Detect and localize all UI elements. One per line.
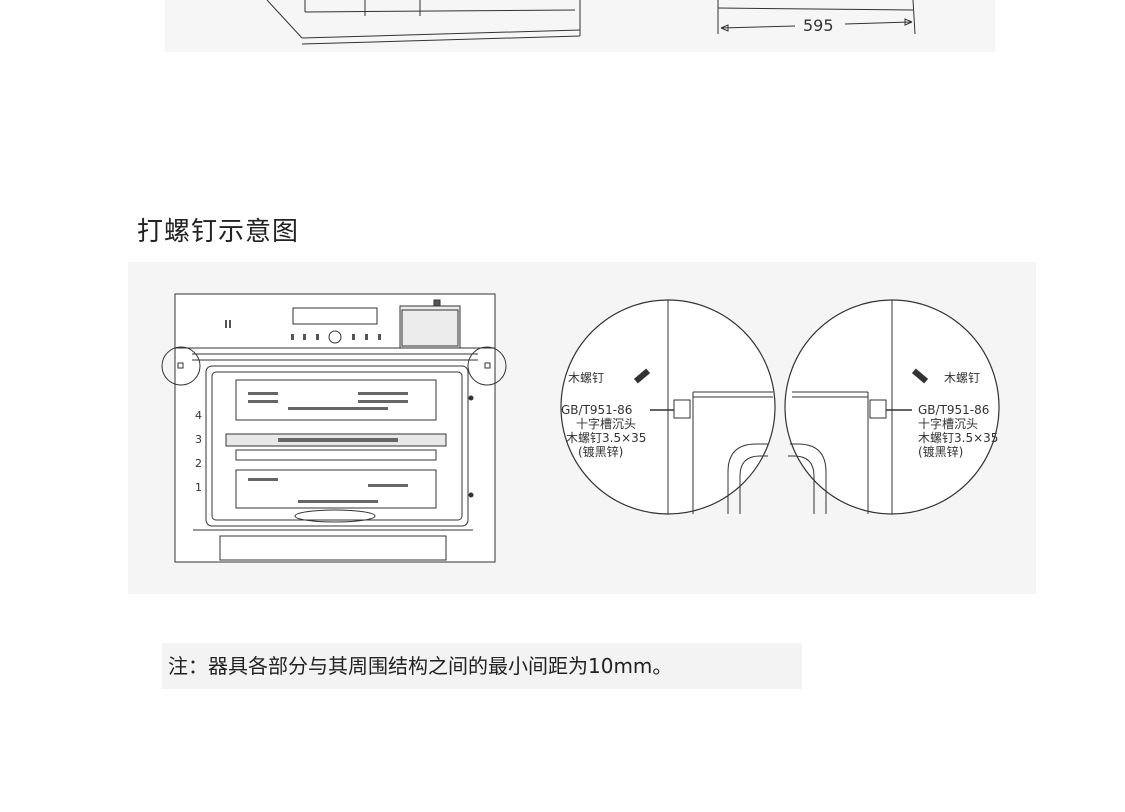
spec-line3-right: 木螺钉3.5×35 bbox=[918, 431, 998, 445]
spec-line4-left: (镀黑锌) bbox=[578, 445, 623, 459]
spec-line2-left: 十字槽沉头 bbox=[576, 416, 636, 431]
rack-level-1: 1 bbox=[195, 481, 202, 494]
spec-line3-left: 木螺钉3.5×35 bbox=[566, 431, 646, 445]
spec-line2-right: 十字槽沉头 bbox=[918, 416, 978, 431]
spec-line1-right: GB/T951-86 bbox=[918, 403, 989, 417]
screw-label-left: 木螺钉 bbox=[568, 371, 604, 385]
top-figure-strip: 595 bbox=[165, 0, 995, 52]
section-title: 打螺钉示意图 bbox=[137, 217, 300, 247]
top-partial-drawing: 595 bbox=[266, 0, 916, 45]
spec-line1-left: GB/T951-86 bbox=[561, 403, 632, 417]
detail-left-labels: 木螺钉 GB/T951-86 十字槽沉头 木螺钉3.5×35 (镀黑锌) bbox=[561, 371, 646, 459]
detail-right-labels: 木螺钉 GB/T951-86 十字槽沉头 木螺钉3.5×35 (镀黑锌) bbox=[918, 371, 998, 459]
rack-level-3: 3 bbox=[195, 433, 202, 446]
rack-level-labels: 4 3 2 1 bbox=[195, 409, 202, 494]
screw-label-right: 木螺钉 bbox=[944, 371, 980, 385]
rack-level-2: 2 bbox=[195, 457, 202, 470]
clearance-note: 注：器具各部分与其周围结构之间的最小间距为10mm。 bbox=[162, 643, 802, 689]
screw-diagram: 4 3 2 1 木螺钉 GB/T951-86 十字槽沉头 木螺钉3. bbox=[161, 293, 1000, 563]
oven-front-view bbox=[161, 293, 507, 563]
dimension-label: 595 bbox=[803, 16, 834, 35]
screw-diagram-panel: 4 3 2 1 木螺钉 GB/T951-86 十字槽沉头 木螺钉3. bbox=[128, 262, 1036, 594]
detail-circle-right bbox=[784, 299, 1000, 515]
spec-line4-right: (镀黑锌) bbox=[918, 445, 963, 459]
detail-circle-left bbox=[560, 299, 776, 515]
rack-level-4: 4 bbox=[195, 409, 202, 422]
